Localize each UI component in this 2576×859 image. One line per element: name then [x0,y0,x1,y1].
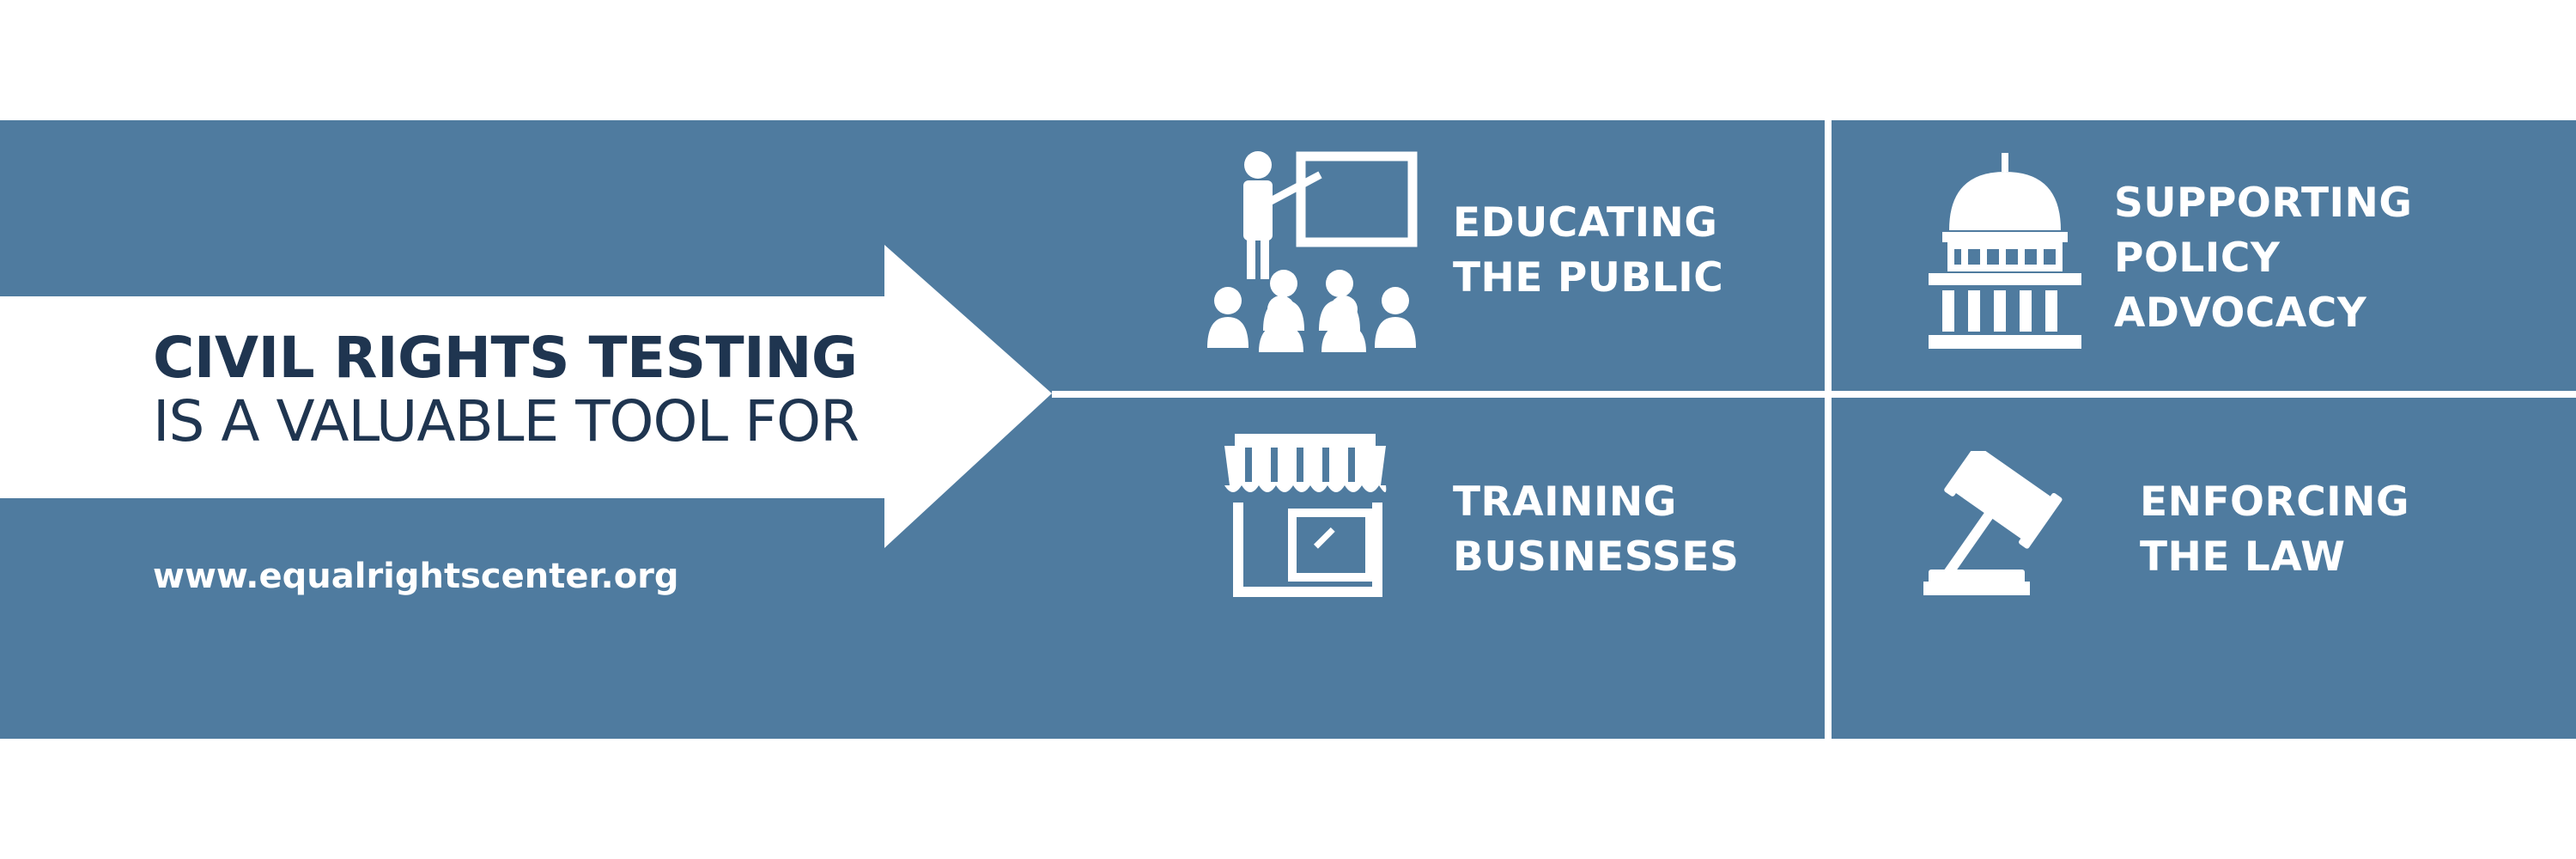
label-educating-the-public: EDUCATING THE PUBLIC [1453,199,1724,302]
label-supporting-policy-advocacy: SUPPORTING POLICY ADVOCACY [2114,180,2413,337]
website-url[interactable]: www.equalrightscenter.org [153,557,679,596]
headline: CIVIL RIGHTS TESTING IS A VALUABLE TOOL … [153,326,1012,454]
presentation-audience-icon [1207,151,1418,352]
headline-line-2: IS A VALUABLE TOOL FOR [153,387,860,454]
vertical-divider [1825,120,1832,739]
capitol-building-icon [1929,153,2081,349]
label-training-businesses: TRAINING BUSINESSES [1453,478,1740,581]
label-enforcing-the-law: ENFORCING THE LAW [2140,478,2410,581]
gavel-icon [1923,451,2063,595]
headline-line-1: CIVIL RIGHTS TESTING [153,325,858,391]
horizontal-divider [1052,391,2576,398]
storefront-icon [1224,434,1387,597]
